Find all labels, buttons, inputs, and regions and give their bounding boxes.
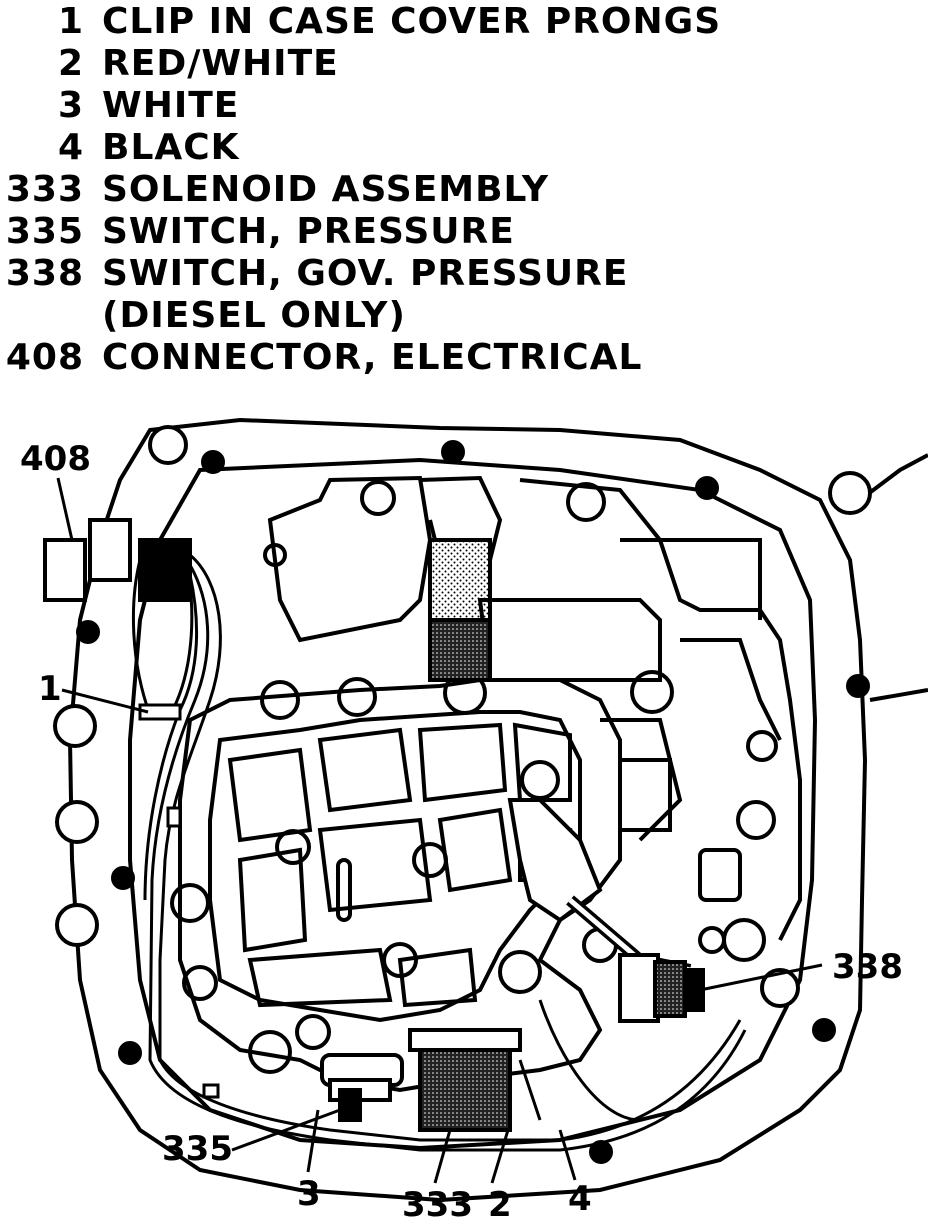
legend-label: CLIP IN CASE COVER PRONGS [102,1,722,42]
legend-label: SWITCH, GOV. PRESSURE [102,253,629,294]
callout-338: 338 [832,947,903,987]
legend-number: 1 [57,1,84,42]
legend-label: SOLENOID ASSEMBLY [102,169,549,210]
electrical-connector [43,518,192,602]
callout-1: 1 [38,669,62,709]
legend-number: 408 [5,337,84,378]
legend-label: (DIESEL ONLY) [102,295,406,336]
valve-body-gasket [178,678,622,1093]
callout-2: 2 [488,1185,512,1225]
legend-number: 335 [5,211,84,252]
legend-number: 2 [57,43,84,84]
legend-number: 3 [57,85,84,126]
callout-3: 3 [297,1174,321,1214]
governor-pressure-switch [507,798,705,1023]
callout-333: 333 [402,1185,473,1225]
wire-harness [131,553,747,1152]
legend-label: RED/WHITE [102,43,339,84]
solenoid-assembly [408,1028,522,1132]
leader-lines [56,477,823,1184]
legend-label: CONNECTOR, ELECTRICAL [102,337,643,378]
pressure-switch [320,1053,404,1122]
legend-number: 338 [5,253,84,294]
legend-label: SWITCH, PRESSURE [102,211,515,252]
callout-4: 4 [568,1179,592,1219]
legend-label: BLACK [102,127,240,168]
callout-335: 335 [162,1129,233,1169]
legend-number: 333 [5,169,84,210]
case-bolts [53,425,872,1164]
legend-number: 4 [57,127,84,168]
legend-label: WHITE [102,85,240,126]
callout-408: 408 [20,439,91,479]
